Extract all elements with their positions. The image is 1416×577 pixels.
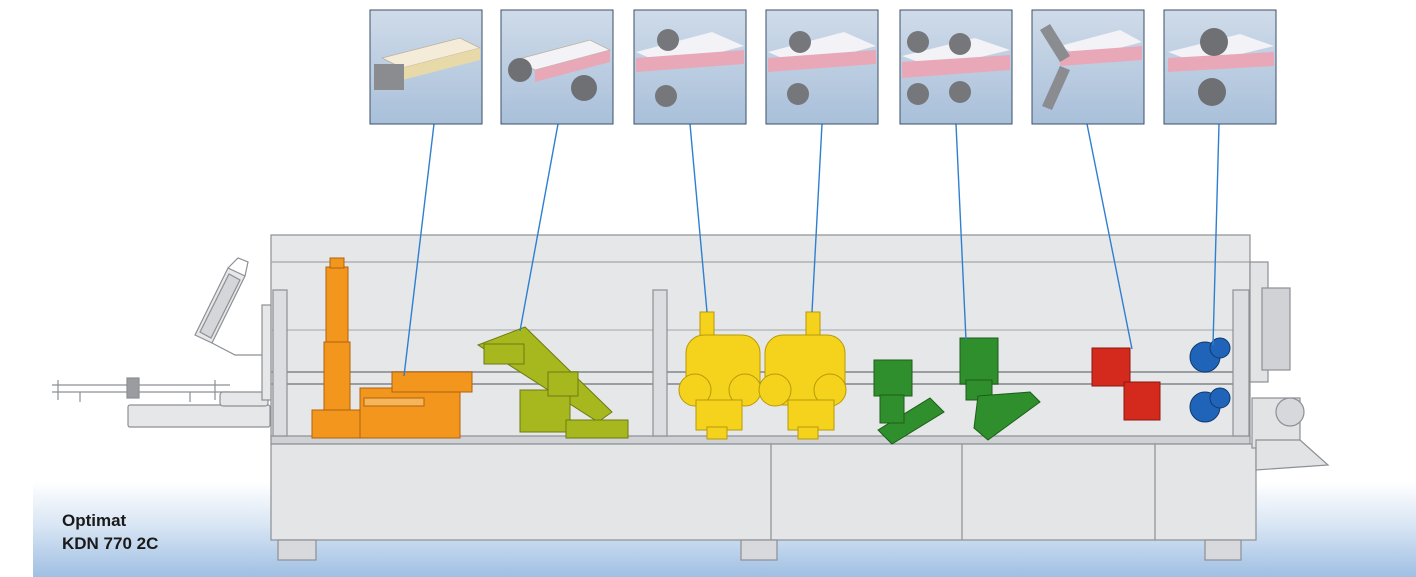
- thumbnail-6: [1031, 9, 1145, 125]
- pressure-roller-icon: [508, 58, 532, 82]
- unit-orange-premilling: [311, 257, 473, 439]
- thumbnail-4: [765, 9, 879, 125]
- outfeed-motor: [1249, 261, 1330, 471]
- callout-line-3: [689, 123, 708, 313]
- machine-caption: Optimat KDN 770 2C: [62, 509, 158, 555]
- trimming-cutter-icon-2: [789, 31, 811, 53]
- profile-cutter-icon: [907, 31, 929, 53]
- unit-blue-buffing: [1189, 337, 1231, 423]
- unit-yellow-trim-1: [678, 311, 762, 440]
- trimming-cutter-icon: [657, 29, 679, 51]
- callout-lines: [403, 123, 1220, 377]
- callout-line-6: [1086, 123, 1133, 350]
- callout-line-2: [519, 123, 559, 332]
- unit-green-profile-2: [959, 337, 1041, 441]
- control-panel: [194, 257, 275, 401]
- thumbnail-2: [500, 9, 614, 125]
- callout-line-7: [1212, 123, 1220, 346]
- unit-yellow-trim-2: [758, 311, 847, 440]
- thumbnail-7: [1163, 9, 1277, 125]
- callout-line-1: [403, 123, 435, 377]
- infeed-table: [52, 377, 271, 428]
- thumbnail-3: [633, 9, 747, 125]
- callout-line-4: [811, 123, 823, 313]
- pre-milling-cutter-icon: [374, 64, 404, 90]
- caption-line-1: Optimat: [62, 511, 127, 530]
- unit-olive-pressure: [476, 326, 629, 439]
- unit-red-scraper: [1091, 347, 1161, 421]
- callout-line-5: [955, 123, 967, 341]
- unit-green-profile: [873, 359, 945, 445]
- thumbnail-1: [369, 9, 483, 125]
- thumbnail-5: [899, 9, 1013, 125]
- buffing-wheel-icon: [1200, 28, 1228, 56]
- scraper-icon: [1040, 24, 1070, 62]
- caption-line-2: KDN 770 2C: [62, 534, 159, 553]
